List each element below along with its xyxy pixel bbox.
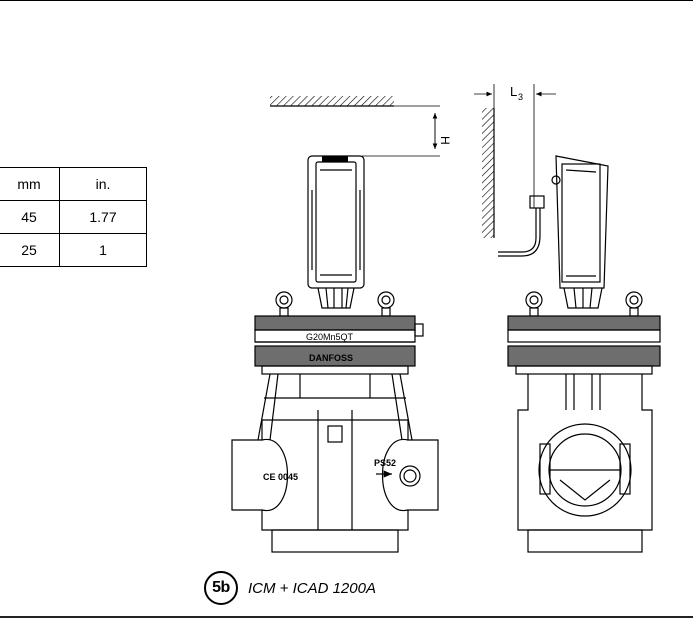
cell-mm: 25 — [0, 233, 60, 267]
figure-badge: 5b — [204, 571, 238, 605]
table-header-row: mm in. — [0, 167, 147, 201]
brand-marking: DANFOSS — [309, 353, 353, 363]
cell-in: 1 — [59, 233, 147, 267]
header-in: in. — [59, 167, 147, 201]
cell-in: 1.77 — [59, 200, 147, 234]
ce-marking: CE 0045 — [263, 472, 298, 482]
wall-hatch — [482, 108, 494, 238]
figure-caption: 5b ICM + ICAD 1200A — [204, 571, 376, 605]
bottom-border-line — [0, 616, 693, 618]
l3-dimension-label: L — [510, 84, 517, 99]
header-mm: mm — [0, 167, 60, 201]
top-border-line — [0, 0, 693, 1]
pressure-marking: PS52 — [374, 458, 396, 468]
dimension-table: mm in. 45 1.77 25 1 — [0, 167, 147, 267]
h-dimension-label: H — [438, 136, 452, 145]
front-view — [231, 96, 440, 553]
l3-dimension-subscript: 3 — [518, 92, 523, 102]
figure-caption-text: ICM + ICAD 1200A — [248, 579, 376, 597]
flange-marking: G20Mn5QT — [306, 332, 354, 342]
ceiling-hatch — [270, 96, 394, 106]
table-row: 25 1 — [0, 233, 147, 267]
side-view — [474, 84, 661, 553]
table-row: 45 1.77 — [0, 200, 147, 234]
